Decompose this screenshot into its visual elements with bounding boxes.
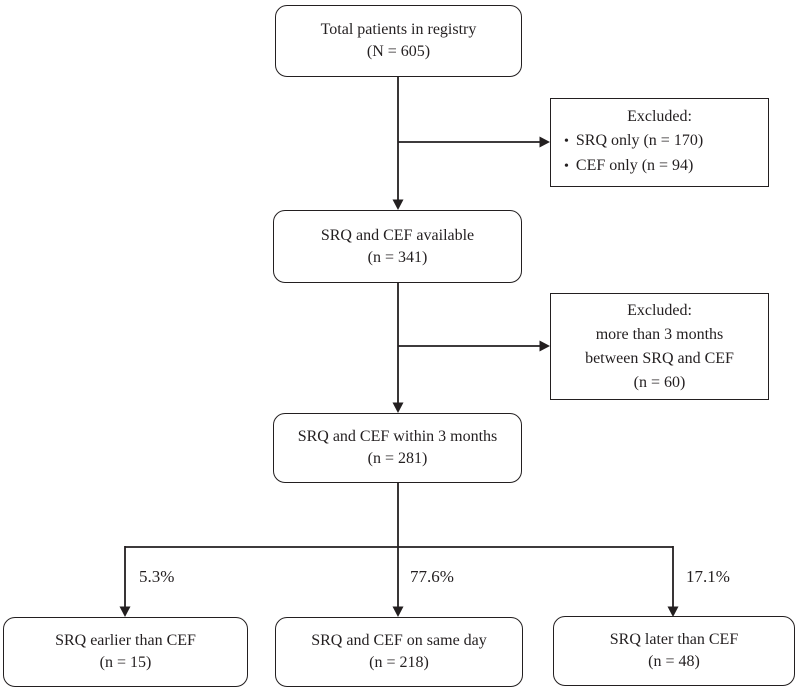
excluded1-item-cef-only-label: CEF only (n = 94): [575, 157, 694, 174]
node-srq-cef-within-3-months: SRQ and CEF within 3 months (n = 281): [273, 413, 522, 483]
node-within-label: SRQ and CEF within 3 months: [297, 428, 498, 445]
node-later-label: SRQ later than CEF: [609, 631, 739, 648]
bullet-icon: •: [564, 159, 569, 174]
node-total-patients-count: (N = 605): [366, 43, 431, 60]
excluded2-line3: between SRQ and CEF: [585, 349, 734, 367]
node-within-count: (n = 281): [367, 450, 428, 467]
node-total-patients: Total patients in registry (N = 605): [275, 5, 522, 77]
node-later-count: (n = 48): [648, 653, 700, 670]
arrowhead-down-sameday: [392, 606, 404, 617]
node-excluded-srq-cef-only: Excluded: • SRQ only (n = 170) • CEF onl…: [550, 98, 769, 187]
node-excluded-over-3-months: Excluded: more than 3 months between SRQ…: [550, 293, 769, 400]
node-srq-later-than-cef: SRQ later than CEF (n = 48): [553, 616, 795, 686]
branch-label-sameday-pct: 77.6%: [410, 567, 454, 586]
excluded2-count: (n = 60): [633, 373, 686, 391]
node-earlier-count: (n = 15): [99, 654, 152, 671]
bullet-icon: •: [564, 134, 569, 149]
node-sameday-label: SRQ and CEF on same day: [311, 632, 487, 649]
arrowhead-down-earlier: [119, 606, 131, 617]
arrowhead-down-later: [667, 606, 679, 617]
arrowhead-right-excluded1: [539, 136, 550, 148]
excluded1-item-srq-only-label: SRQ only (n = 170): [575, 132, 704, 149]
node-srq-earlier-than-cef: SRQ earlier than CEF (n = 15): [3, 617, 248, 687]
node-available-count: (n = 341): [367, 248, 428, 266]
node-srq-cef-same-day: SRQ and CEF on same day (n = 218): [275, 617, 523, 687]
excluded1-item-cef-only: • CEF only (n = 94): [551, 154, 768, 179]
excluded2-line2: more than 3 months: [595, 325, 724, 343]
node-total-patients-label: Total patients in registry: [320, 21, 477, 38]
arrowhead-down-within: [392, 402, 404, 413]
arrowhead-down-available: [392, 199, 404, 210]
node-earlier-label: SRQ earlier than CEF: [55, 632, 196, 649]
branch-label-later-pct: 17.1%: [686, 567, 730, 586]
arrowhead-right-excluded2: [539, 340, 550, 352]
node-sameday-count: (n = 218): [369, 654, 429, 671]
branch-label-earlier-pct: 5.3%: [139, 567, 175, 586]
node-srq-cef-available: SRQ and CEF available (n = 341): [273, 210, 522, 283]
excluded2-title: Excluded:: [627, 301, 692, 319]
node-available-label: SRQ and CEF available: [320, 226, 475, 244]
excluded1-item-srq-only: • SRQ only (n = 170): [551, 129, 768, 154]
excluded1-title: Excluded:: [627, 108, 692, 125]
excluded1-list: • SRQ only (n = 170) • CEF only (n = 94): [551, 129, 768, 179]
